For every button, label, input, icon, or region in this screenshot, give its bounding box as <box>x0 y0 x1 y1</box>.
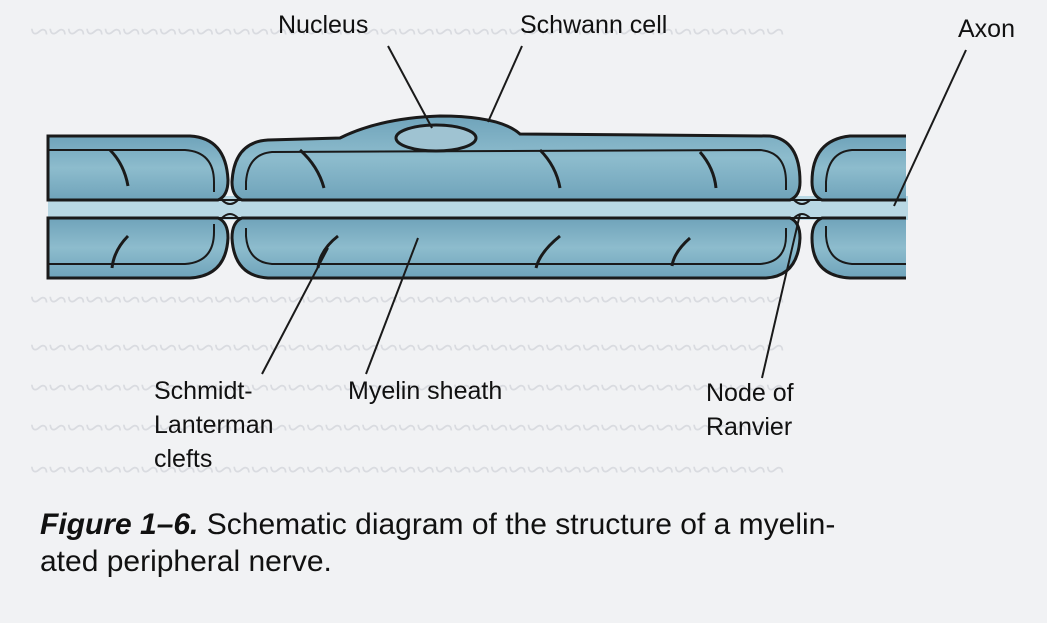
label-myelin-sheath: Myelin sheath <box>348 377 503 405</box>
figure-caption: Figure 1–6. Schematic diagram of the str… <box>40 506 1040 580</box>
label-node-of-ranvier-line2: Ranvier <box>706 413 793 441</box>
schmidt-lanterman-cleft <box>299 148 326 189</box>
schmidt-lanterman-cleft <box>670 236 691 267</box>
leader-line-myelin-sheath <box>365 237 419 375</box>
label-nucleus: Nucleus <box>278 11 369 39</box>
schmidt-lanterman-cleft <box>698 151 718 189</box>
label-schmidt-lanterman-line2: Lanterman <box>154 411 274 439</box>
schmidt-lanterman-cleft <box>108 148 130 187</box>
leader-line-schmidt-lanterman <box>261 247 329 375</box>
caption-line-1: Figure 1–6. Schematic diagram of the str… <box>40 506 1040 543</box>
label-schmidt-lanterman-line1: Schmidt- <box>154 377 253 405</box>
figure-number: Figure 1–6. <box>40 508 199 541</box>
schwann-segment-left <box>46 134 230 280</box>
leader-line-nucleus <box>387 45 433 129</box>
leader-line-node-of-ranvier <box>761 213 801 379</box>
schwann-segment-right <box>810 134 906 280</box>
label-axon: Axon <box>958 15 1015 43</box>
leader-line-axon <box>893 49 967 207</box>
caption-line-2: ated peripheral nerve. <box>40 545 332 578</box>
label-schmidt-lanterman-line3: clefts <box>154 445 213 473</box>
label-node-of-ranvier-line1: Node of <box>706 379 794 407</box>
schmidt-lanterman-cleft <box>538 148 562 189</box>
label-schwann-cell: Schwann cell <box>520 11 668 39</box>
caption-text-1: Schematic diagram of the structure of a … <box>206 508 836 541</box>
nucleus <box>394 123 478 153</box>
node-of-ranvier <box>221 199 811 219</box>
schmidt-lanterman-cleft <box>534 234 561 269</box>
schwann-segment-middle <box>230 114 802 280</box>
schmidt-lanterman-cleft <box>110 234 130 269</box>
leader-line-schwann-cell <box>487 45 523 123</box>
